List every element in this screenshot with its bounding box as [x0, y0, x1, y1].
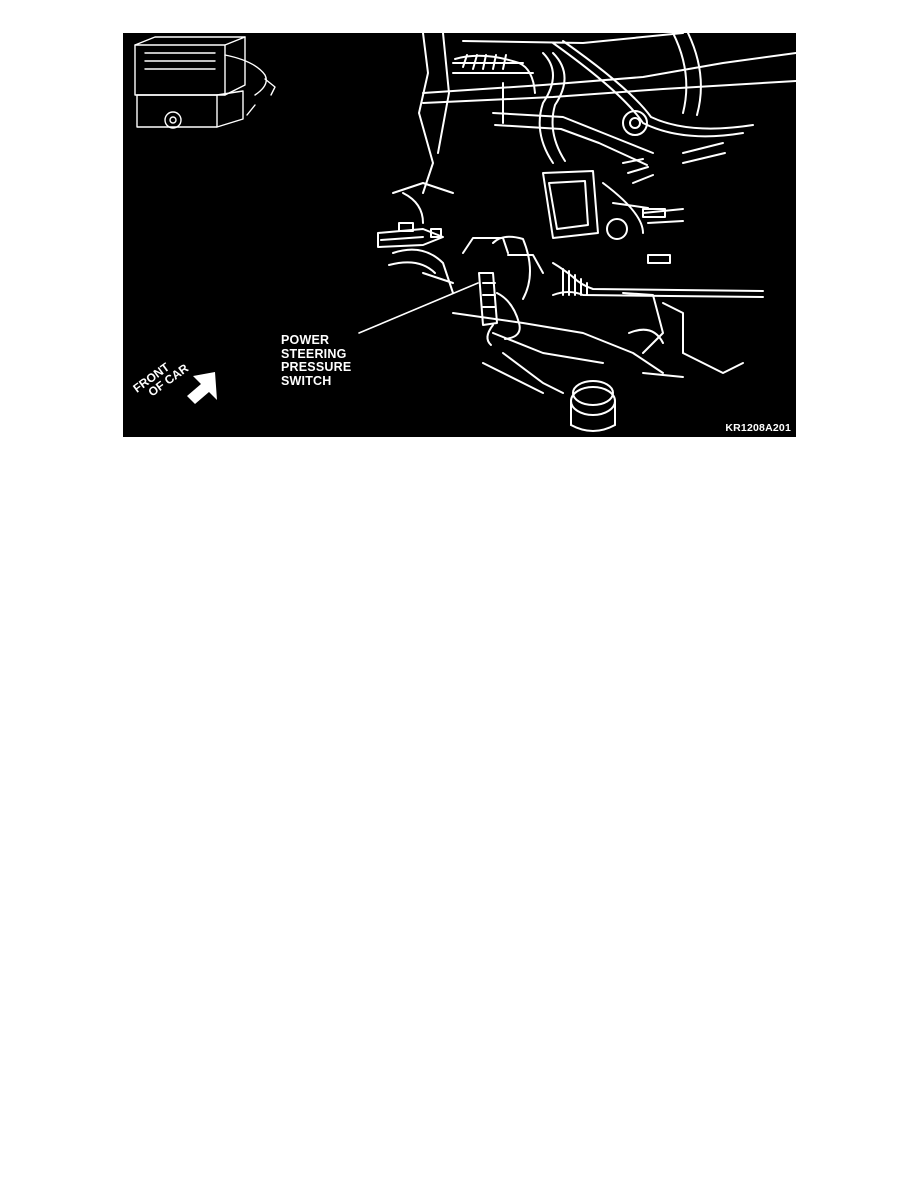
- engine-locator-inset: [134, 36, 276, 129]
- callout-line-3: PRESSURE: [281, 360, 352, 374]
- callout-line-4: SWITCH: [281, 373, 332, 388]
- front-of-car-arrow-icon: [187, 372, 217, 404]
- engine-bay-illustration: [358, 33, 796, 432]
- callout-line-2: STEERING: [281, 346, 347, 361]
- power-steering-switch-figure: POWER STEERING PRESSURE SWITCH FRONT OF …: [123, 33, 796, 437]
- figure-code: KR1208A201: [725, 422, 791, 434]
- power-steering-pressure-switch-callout: POWER STEERING PRESSURE SWITCH: [281, 333, 352, 388]
- callout-line-1: POWER: [281, 333, 330, 347]
